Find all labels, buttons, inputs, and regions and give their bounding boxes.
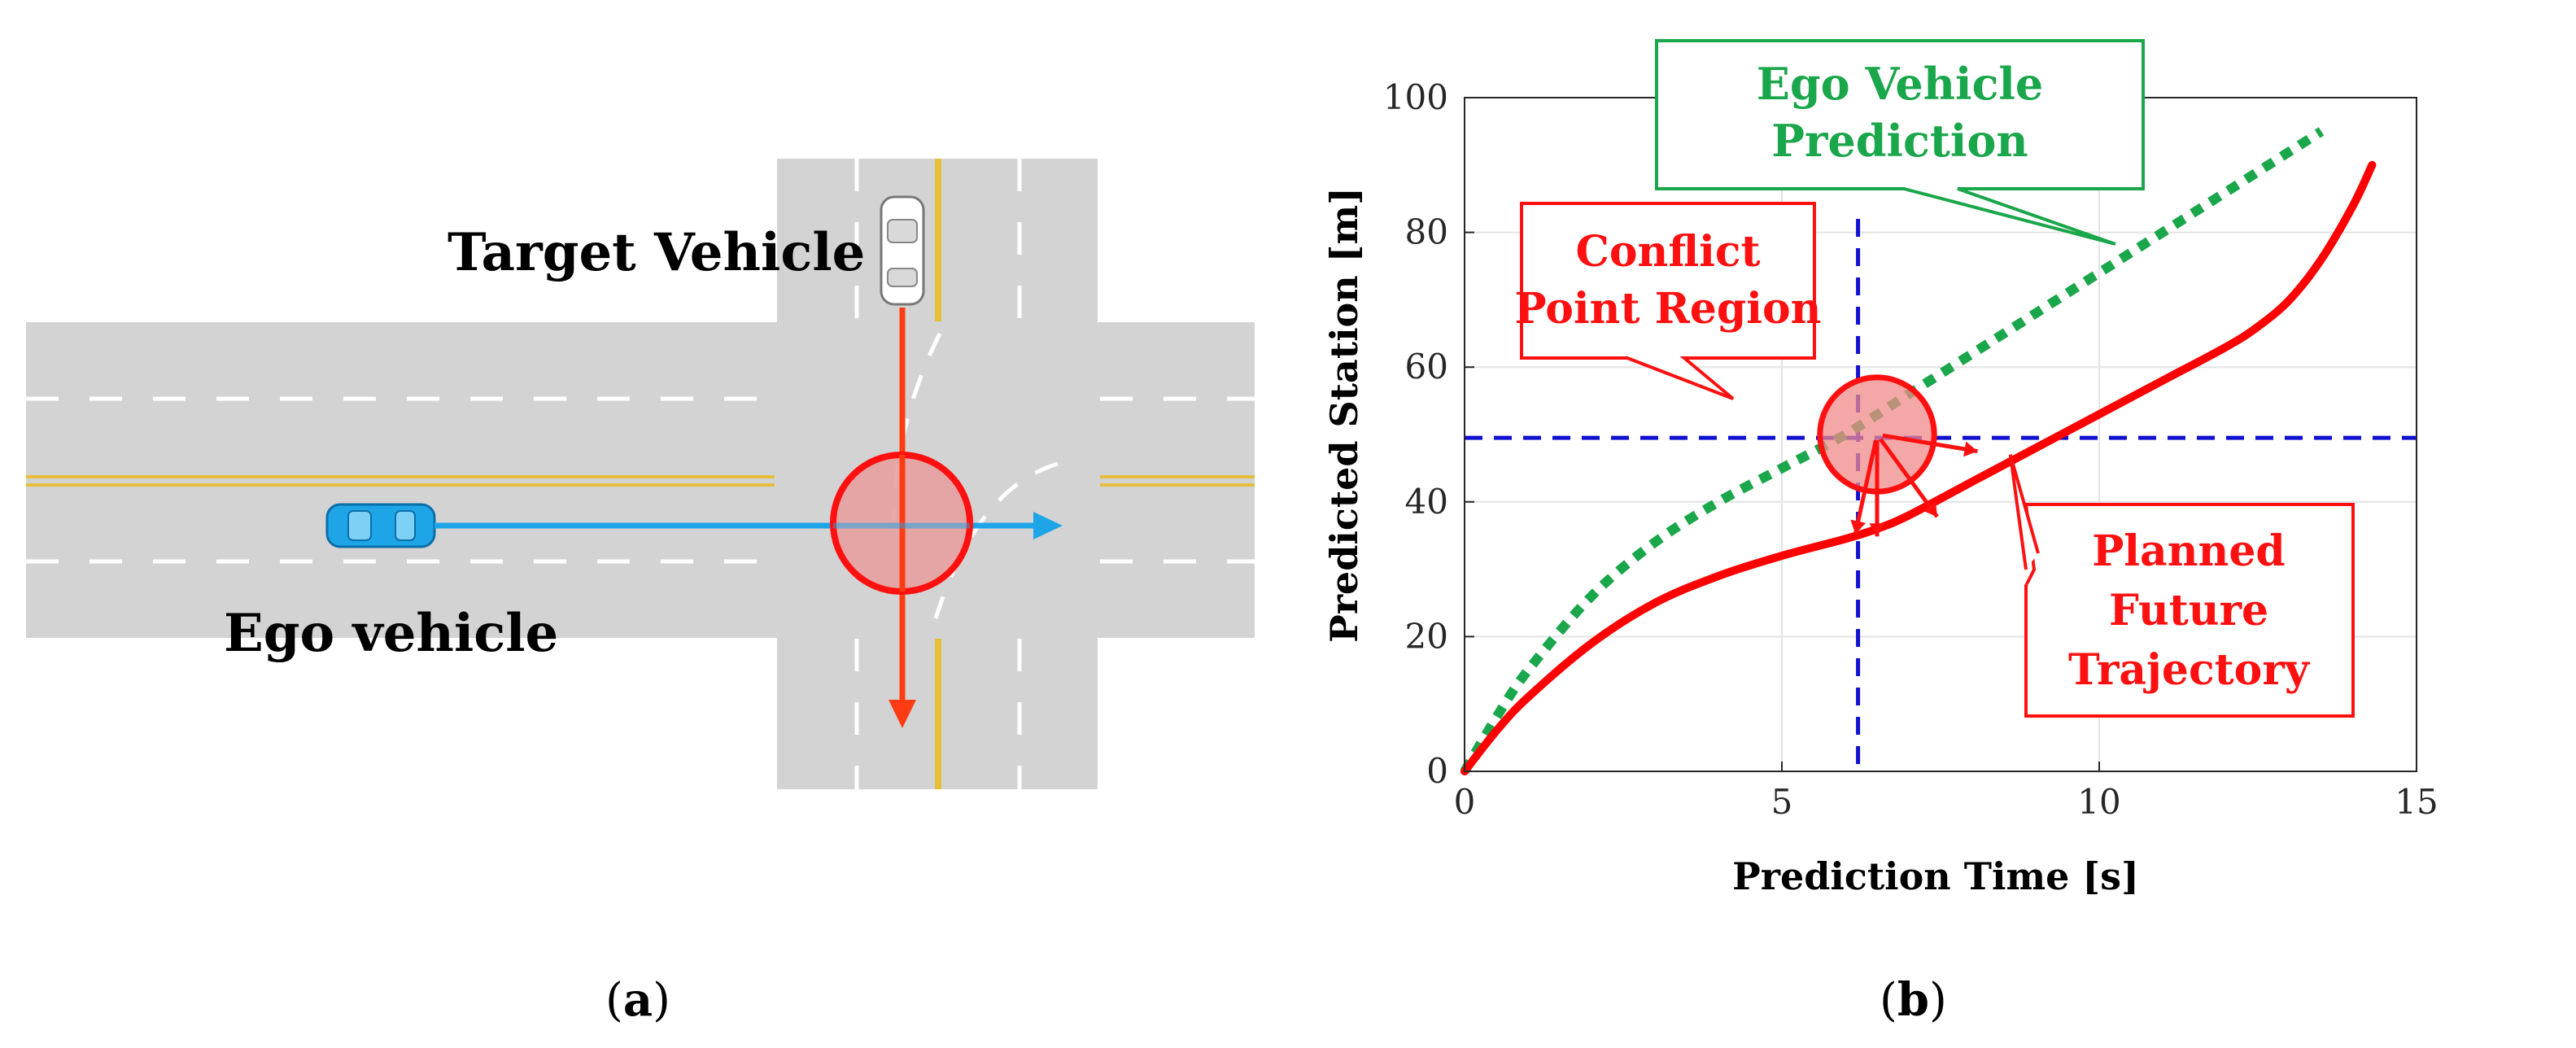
conflict-arrowhead [1850,519,1867,535]
y-tick-label: 60 [1405,347,1448,386]
center-line [26,159,1255,789]
x-tick-label: 15 [2395,782,2438,822]
conflict-arrowhead [1869,523,1885,537]
horizontal-road-left [26,321,775,639]
planned-trajectory-line1: Planned [2092,526,2286,576]
panel-a-caption: (a) [605,973,671,1027]
planned-trajectory-callout: Planned Future Trajectory [2024,503,2355,718]
reference-lines [1465,219,2417,771]
ego-prediction-line [1460,127,2325,775]
ego-vehicle-label: Ego vehicle [224,603,558,664]
chart-panel: 0 5 10 15 0 20 40 60 80 100 Prediction Time [s] P… [1302,0,2576,1045]
y-axis-label: Predicted Station [m] [1322,187,1366,643]
intersection-panel: Target Vehicle Ego vehicle (a) [26,159,1255,1027]
conflict-arrow [1882,433,1978,454]
conflict-arrowhead [1963,441,1978,457]
trajectory-chart: 0 5 10 15 0 20 40 60 80 100 Prediction Time [s] P… [1302,16,2576,928]
conflict-arrowhead [1923,501,1937,517]
y-tick-label: 20 [1405,616,1448,656]
y-tick-label: 100 [1383,77,1448,117]
ego-prediction-callout: Ego Vehicle Prediction [1655,39,2145,246]
conflict-arrow [1879,438,1939,518]
conflict-region-callout: Conflict Point Region [1515,202,1822,400]
conflict-annotations [1817,374,2040,570]
target-vehicle-label: Target Vehicle [448,222,865,283]
car-top-view-blue-icon [325,503,436,548]
axes: 0 5 10 15 0 20 40 60 80 100 [1383,77,2438,822]
x-axis-label: Prediction Time [s] [1732,854,2139,898]
road-network [26,159,1255,789]
planned-trajectory-line2: Future [2109,586,2268,635]
y-tick-label: 80 [1405,212,1448,252]
lane-markings [26,159,1255,789]
planned-trajectory-line [1460,160,2377,775]
trajectory-callout-pointer [2008,454,2040,570]
target-arrowhead [889,700,916,728]
series [1460,127,2377,775]
intersection-diagram: Target Vehicle Ego vehicle [26,159,1255,789]
panel-b-caption: (b) [1880,973,1947,1027]
conflict-region-line1: Conflict [1575,227,1760,277]
car-top-view-white-icon [880,195,925,306]
horizontal-road-right [1100,321,1255,639]
ego-arrowhead [1033,512,1063,539]
x-tick-label: 5 [1771,782,1793,822]
conflict-region-line2: Point Region [1515,284,1822,334]
x-tick-label: 0 [1454,782,1476,822]
conflict-arrow [1853,439,1878,535]
ego-prediction-line1: Ego Vehicle [1757,58,2044,110]
x-tick-label: 10 [2077,782,2120,822]
ego-prediction-line2: Prediction [1771,115,2028,167]
y-tick-label: 40 [1405,482,1448,522]
planned-trajectory-line3: Trajectory [2068,645,2311,695]
y-tick-label: 0 [1426,751,1448,791]
